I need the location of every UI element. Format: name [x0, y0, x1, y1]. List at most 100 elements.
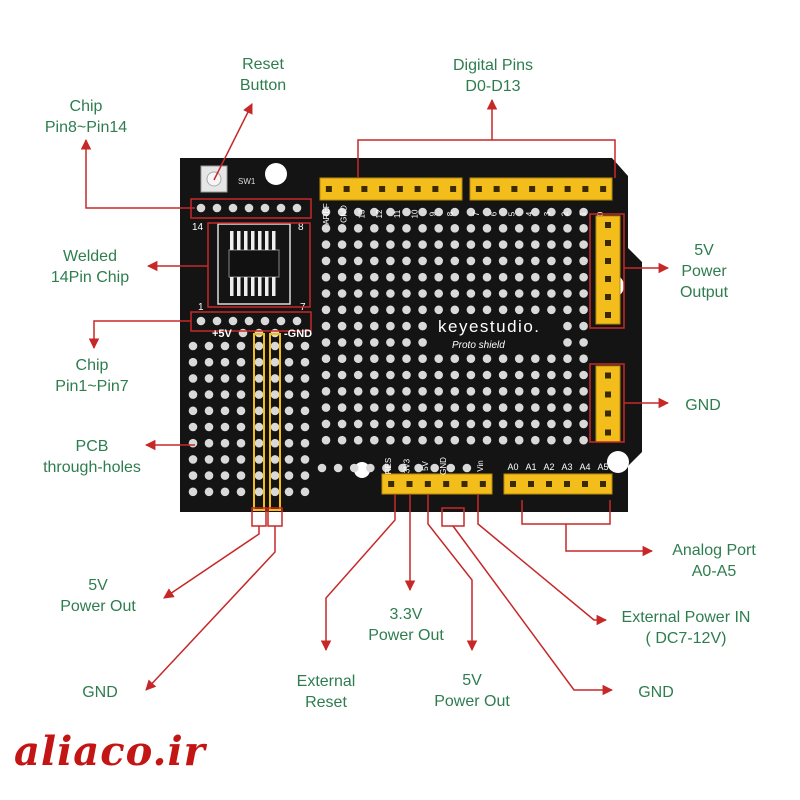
analog-pin-label: A0: [507, 462, 518, 472]
through-hole: [514, 305, 524, 315]
through-hole: [482, 305, 492, 315]
through-hole: [353, 354, 363, 364]
through-hole: [370, 338, 379, 347]
header-pin-label: 8: [446, 211, 455, 216]
through-hole: [402, 354, 411, 364]
through-hole: [418, 338, 427, 347]
through-hole: [321, 370, 331, 380]
through-hole: [563, 240, 572, 249]
through-hole: [531, 387, 540, 396]
through-hole: [284, 487, 294, 497]
through-hole: [498, 419, 508, 429]
through-hole: [531, 207, 540, 217]
through-hole: [353, 403, 363, 412]
label-gnd-left: GND: [82, 684, 118, 701]
through-hole: [466, 354, 476, 364]
header-pin-label: 9: [428, 211, 437, 216]
through-hole: [563, 387, 572, 396]
through-hole: [531, 419, 540, 429]
through-hole: [462, 463, 472, 473]
header-pin: [432, 186, 439, 192]
through-hole: [514, 224, 524, 233]
through-hole: [498, 256, 508, 266]
through-hole: [514, 240, 524, 249]
through-hole: [531, 435, 540, 445]
through-hole: [188, 341, 198, 351]
through-hole: [337, 435, 347, 445]
through-hole: [418, 435, 427, 445]
header-pin: [388, 481, 395, 487]
chip-pin8-14-arrow: [80, 138, 195, 209]
through-hole: [531, 305, 540, 315]
through-hole: [547, 289, 556, 298]
through-hole: [270, 487, 280, 497]
through-hole: [434, 305, 444, 315]
through-hole: [204, 422, 214, 432]
chip-leg: [265, 277, 269, 296]
through-hole: [402, 240, 411, 249]
through-hole: [270, 341, 280, 351]
through-hole: [386, 403, 395, 412]
analog-pin-label: A3: [561, 462, 572, 472]
through-hole: [353, 240, 363, 249]
chip-leg: [251, 277, 255, 296]
through-hole: [579, 240, 588, 249]
through-hole: [353, 272, 363, 282]
through-hole: [466, 370, 476, 380]
through-hole: [498, 403, 508, 412]
through-hole: [276, 203, 286, 213]
through-hole: [514, 272, 524, 282]
through-hole: [321, 240, 331, 249]
through-hole: [579, 435, 588, 445]
through-hole: [386, 321, 395, 331]
through-hole: [353, 321, 363, 331]
through-hole: [482, 354, 492, 364]
through-hole: [337, 240, 347, 249]
through-hole: [204, 341, 214, 351]
header-pin: [424, 481, 431, 487]
through-hole: [402, 419, 411, 429]
through-hole: [353, 419, 363, 429]
chip-pin1-label: 1: [198, 302, 204, 313]
through-hole: [498, 207, 508, 217]
through-hole: [321, 387, 331, 396]
label-gnd-bottom: GND: [638, 684, 674, 701]
through-hole: [514, 387, 524, 396]
through-hole: [482, 224, 492, 233]
analog-pin-label: A1: [525, 462, 536, 472]
through-hole: [386, 207, 395, 217]
header-pin-label: 3V3: [403, 458, 412, 473]
welded-14pin-chip: [217, 223, 291, 305]
through-hole: [284, 390, 294, 399]
header-pin: [605, 429, 611, 436]
through-hole: [547, 370, 556, 380]
through-hole: [236, 341, 246, 351]
header-pin: [529, 186, 536, 192]
through-hole: [434, 256, 444, 266]
through-hole: [402, 435, 411, 445]
through-hole: [236, 438, 246, 448]
through-hole: [579, 305, 588, 315]
analog-port-arrow: [565, 524, 654, 557]
through-hole: [563, 224, 572, 233]
through-hole: [321, 321, 331, 331]
through-hole: [402, 256, 411, 266]
through-hole: [434, 289, 444, 298]
through-hole: [270, 422, 280, 432]
through-hole: [370, 256, 379, 266]
5v-power-out-bottom-arrow: [427, 494, 478, 652]
through-hole: [450, 403, 460, 412]
through-hole: [284, 455, 294, 464]
header-pin-label: 10: [411, 209, 420, 218]
label-external-power-in: External Power IN( DC7-12V): [621, 609, 751, 647]
header-pin: [605, 222, 611, 228]
header-pin: [325, 186, 332, 192]
through-hole: [402, 224, 411, 233]
through-hole: [321, 207, 331, 217]
header-pin: [582, 186, 589, 192]
through-hole: [531, 256, 540, 266]
through-hole: [402, 305, 411, 315]
